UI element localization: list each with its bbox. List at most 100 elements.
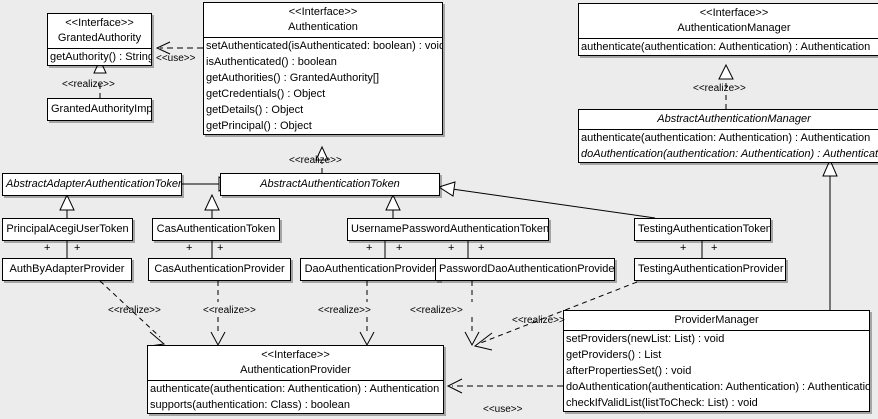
class-authentication-provider[interactable]: <<Interface>> AuthenticationProvider aut… — [147, 345, 444, 414]
association-marker: + — [680, 242, 687, 254]
operation: afterPropertiesSet() : void — [566, 365, 692, 377]
operation: doAuthentication(authentication: Authent… — [581, 148, 878, 160]
class-name: TestingAuthenticationProvider — [638, 263, 784, 275]
class-name: CasAuthenticationToken — [156, 223, 276, 235]
class-header: AbstractAuthenticationToken — [221, 174, 439, 195]
class-header: CasAuthenticationToken — [153, 219, 279, 240]
class-principal-acegi-user-token[interactable]: PrincipalAcegiUserToken — [2, 218, 133, 241]
class-header: AuthByAdapterProvider — [3, 259, 131, 280]
class-granted-authority-impl[interactable]: GrantedAuthorityImpl — [47, 98, 152, 121]
operation: authenticate(authentication: Authenticat… — [581, 132, 871, 144]
class-authentication[interactable]: <<Interface>> Authentication setAuthenti… — [203, 2, 443, 135]
operation: getProviders() : List — [566, 349, 662, 361]
class-name: AbstractAuthenticationManager — [657, 113, 811, 125]
class-name: AbstractAdapterAuthenticationToken — [6, 178, 182, 190]
operations-compartment: authenticate(authentication: Authenticat… — [579, 129, 878, 162]
association-marker: + — [74, 242, 81, 254]
class-cas-authentication-provider[interactable]: CasAuthenticationProvider — [148, 258, 291, 281]
association-marker: + — [448, 242, 455, 254]
class-name: Authentication — [288, 21, 358, 33]
operation: setAuthenticated(isAuthenticated: boolea… — [206, 40, 443, 52]
operation: isAuthenticated() : boolean — [206, 56, 337, 68]
edge-label-realize-abstractauthenticationmanager: <<realize>> — [693, 83, 746, 94]
class-header: GrantedAuthorityImpl — [48, 99, 151, 120]
operations-compartment: authenticate(authentication: Authenticat… — [579, 38, 878, 55]
edge-label-realize-testingauthenticationprovider: <<realize>> — [512, 315, 565, 326]
edge-label-use-providermanager-authenticationprovider: <<use>> — [483, 404, 523, 415]
class-abstract-authentication-token[interactable]: AbstractAuthenticationToken — [220, 173, 440, 196]
association-marker: + — [186, 242, 193, 254]
class-header: PrincipalAcegiUserToken — [3, 219, 132, 240]
class-header: PasswordDaoAuthenticationProvider — [436, 259, 614, 280]
class-name: AuthByAdapterProvider — [9, 263, 125, 275]
class-name: CasAuthenticationProvider — [154, 263, 285, 275]
class-testing-authentication-provider[interactable]: TestingAuthenticationProvider — [634, 258, 786, 281]
stereotype-label: <<Interface>> — [65, 17, 134, 29]
operations-compartment: getAuthority() : String — [48, 48, 151, 65]
operation: getAuthority() : String — [50, 51, 152, 63]
class-dao-authentication-provider[interactable]: DaoAuthenticationProvider — [300, 258, 440, 281]
class-header: <<Interface>> GrantedAuthority — [48, 14, 151, 48]
association-marker: + — [44, 242, 51, 254]
class-password-dao-authentication-provider[interactable]: PasswordDaoAuthenticationProvider — [435, 258, 615, 281]
class-name: GrantedAuthorityImpl — [51, 103, 152, 115]
class-testing-authentication-token[interactable]: TestingAuthenticationToken — [634, 218, 771, 241]
class-granted-authority[interactable]: <<Interface>> GrantedAuthority getAuthor… — [47, 13, 152, 66]
operations-compartment: setProviders(newList: List) : void getPr… — [564, 330, 869, 411]
association-marker: + — [366, 242, 373, 254]
class-name: DaoAuthenticationProvider — [304, 263, 436, 275]
edge-label-use-authentication-grantedauthority: <<use>> — [156, 53, 196, 64]
class-header: CasAuthenticationProvider — [149, 259, 290, 280]
class-authentication-manager[interactable]: <<Interface>> AuthenticationManager auth… — [578, 3, 878, 56]
operation: supports(authentication: Class) : boolea… — [150, 399, 350, 411]
operation: authenticate(authentication: Authenticat… — [150, 383, 440, 395]
class-header: DaoAuthenticationProvider — [301, 259, 439, 280]
class-header: TestingAuthenticationProvider — [635, 259, 785, 280]
operation: checkIfValidList(listToCheck: List) : vo… — [566, 397, 758, 409]
class-auth-by-adapter-provider[interactable]: AuthByAdapterProvider — [2, 258, 132, 281]
class-name: GrantedAuthority — [57, 32, 142, 44]
stereotype-label: <<Interface>> — [261, 349, 330, 361]
association-marker: + — [478, 242, 485, 254]
class-name: ProviderManager — [674, 314, 759, 326]
class-name: AuthenticationManager — [677, 22, 791, 34]
edge-label-realize-authbyadapterprovider: <<realize>> — [108, 305, 161, 316]
class-header: TestingAuthenticationToken — [635, 219, 770, 240]
association-marker: + — [711, 242, 718, 254]
edge-label-realize-passworddaoauthenticationprovider: <<realize>> — [410, 305, 463, 316]
class-name: PrincipalAcegiUserToken — [6, 223, 129, 235]
association-marker: + — [217, 242, 224, 254]
operation: setProviders(newList: List) : void — [566, 333, 725, 345]
class-header: AbstractAuthenticationManager — [579, 110, 878, 129]
stereotype-label: <<Interface>> — [288, 6, 358, 18]
class-name: AuthenticationProvider — [240, 364, 351, 376]
class-abstract-authentication-manager[interactable]: AbstractAuthenticationManager authentica… — [578, 109, 878, 163]
class-cas-authentication-token[interactable]: CasAuthenticationToken — [152, 218, 280, 241]
stereotype-label: <<Interface>> — [699, 7, 769, 19]
class-provider-manager[interactable]: ProviderManager setProviders(newList: Li… — [563, 310, 870, 412]
operation: getPrincipal() : Object — [206, 120, 312, 132]
class-header: <<Interface>> AuthenticationProvider — [148, 346, 443, 380]
class-username-password-authentication-token[interactable]: UsernamePasswordAuthenticationToken — [347, 218, 549, 241]
edge-label-realize-casauthenticationprovider: <<realize>> — [203, 305, 256, 316]
class-abstract-adapter-authentication-token[interactable]: AbstractAdapterAuthenticationToken — [2, 173, 182, 196]
class-header: AbstractAdapterAuthenticationToken — [3, 174, 181, 195]
operation: authenticate(authentication: Authenticat… — [581, 41, 871, 53]
class-name: AbstractAuthenticationToken — [260, 178, 400, 190]
operation: getAuthorities() : GrantedAuthority[] — [206, 72, 380, 84]
class-header: UsernamePasswordAuthenticationToken — [348, 219, 548, 240]
edge-label-realize-abstractauthenticationtoken: <<realize>> — [289, 155, 342, 166]
edge-label-realize-grantedauthorityimpl: <<realize>> — [62, 79, 115, 90]
class-name: PasswordDaoAuthenticationProvider — [439, 263, 615, 275]
operations-compartment: setAuthenticated(isAuthenticated: boolea… — [204, 37, 442, 134]
operation: getCredentials() : Object — [206, 88, 326, 100]
class-header: <<Interface>> AuthenticationManager — [579, 4, 878, 38]
association-marker: + — [396, 242, 403, 254]
operation: getDetails() : Object — [206, 104, 304, 116]
class-name: TestingAuthenticationToken — [638, 223, 771, 235]
class-header: ProviderManager — [564, 311, 869, 330]
class-name: UsernamePasswordAuthenticationToken — [351, 223, 549, 235]
operation: doAuthentication(authentication: Authent… — [566, 381, 870, 393]
edge-label-realize-daoauthenticationprovider: <<realize>> — [318, 305, 371, 316]
